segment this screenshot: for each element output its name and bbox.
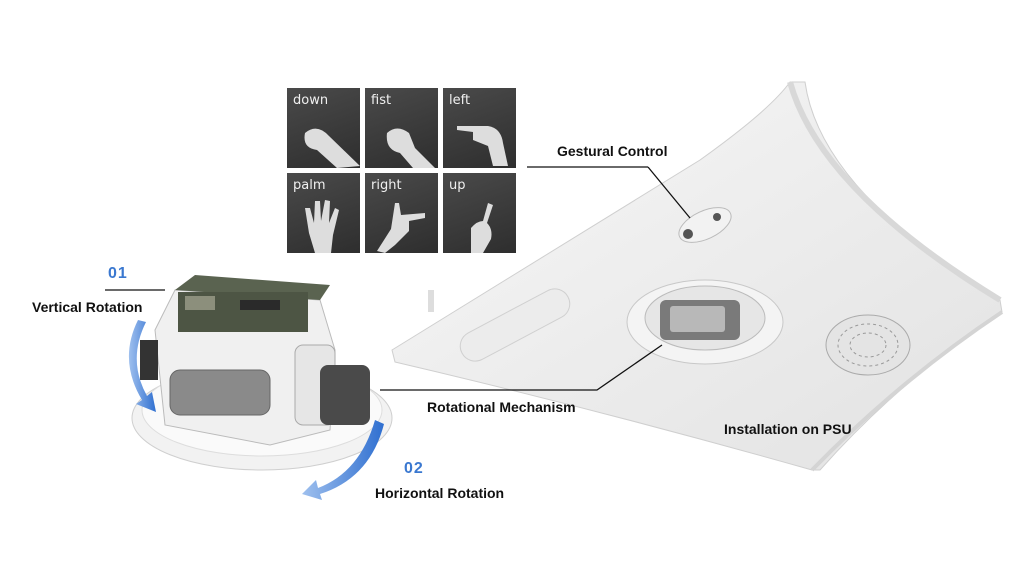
gesture-sensor	[678, 207, 732, 243]
gesture-grid: down fist left palm right up	[287, 88, 516, 253]
gesture-tile-right: right	[365, 173, 438, 253]
leader-lines	[105, 166, 691, 391]
rotational-mechanism-label: Rotational Mechanism	[427, 399, 576, 415]
hand-left-icon	[457, 126, 508, 166]
vertical-rotation-label: Vertical Rotation	[32, 299, 143, 315]
hand-right-icon	[377, 203, 425, 253]
gesture-tile-up: up	[443, 173, 516, 253]
gesture-tile-down: down	[287, 88, 360, 168]
rotation-mount	[626, 279, 784, 365]
installation-label: Installation on PSU	[724, 421, 852, 437]
gesture-tile-left: left	[443, 88, 516, 168]
rotation-device	[131, 275, 393, 471]
hand-up-icon	[471, 203, 493, 253]
horizontal-rotation-arrow	[302, 420, 384, 500]
gesture-tile-fist: fist	[365, 88, 438, 168]
fan-grille	[825, 314, 911, 376]
horizontal-rotation-label: Horizontal Rotation	[375, 485, 505, 501]
hand-fist-icon	[386, 128, 435, 168]
gestural-control-label: Gestural Control	[557, 143, 668, 159]
horizontal-rotation-number: 02	[404, 460, 424, 477]
hand-down-icon	[304, 128, 360, 168]
vertical-rotation-arrow	[128, 320, 156, 412]
psu-panel	[391, 81, 1004, 472]
vertical-rotation-number: 01	[108, 265, 128, 282]
gesture-tile-palm: palm	[287, 173, 360, 253]
hand-palm-icon	[305, 200, 339, 253]
